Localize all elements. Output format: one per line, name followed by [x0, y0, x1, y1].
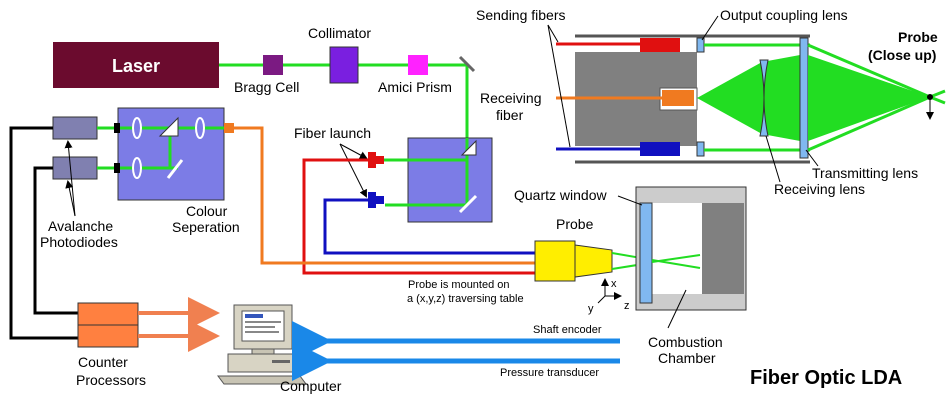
probe-closeup: [556, 34, 946, 164]
fiber-launch-beams: [378, 138, 469, 207]
orange-receiving-fiber: [232, 126, 535, 265]
quartz-window: [639, 202, 653, 304]
combustion-pointer: [667, 289, 687, 329]
blue-fiber-to-probe: [323, 198, 535, 255]
red-fiber-launch-connector: [368, 152, 376, 168]
transmitting-lens-pointer: [805, 149, 819, 167]
receiving-fiber-label-line2: fiber: [496, 107, 524, 123]
red-fiber-to-probe: [302, 158, 535, 275]
photodiode-2-signal-wire: [33, 166, 78, 315]
avalanche-pointer-2: [65, 180, 76, 217]
combustion-chamber-interior: [652, 203, 702, 294]
laser-box: [53, 42, 219, 88]
axis-z-label: z: [624, 300, 630, 312]
beam-splitter-prism: [460, 139, 477, 156]
counter-label-line2: Processors: [76, 372, 146, 388]
transmitting-lens-label: Transmitting lens: [812, 165, 918, 181]
probe-note-line2: a (x,y,z) traversing table: [407, 293, 524, 305]
colour-label-line2: Seperation: [172, 219, 240, 235]
probe-nose: [574, 244, 613, 278]
xyz-axes-icon: [597, 278, 622, 304]
colour-lens-1: [132, 117, 142, 139]
colour-label-line1: Colour: [186, 203, 228, 219]
sending-fibers-pointer-blue: [547, 24, 571, 148]
computer-icon: [217, 304, 307, 385]
colour-dichroic-prism: [158, 116, 179, 137]
computer-label: Computer: [280, 378, 342, 394]
combustion-label-line1: Combustion: [648, 334, 723, 350]
output-coupling-lens-label: Output coupling lens: [720, 7, 848, 23]
receiving-fiber-label-line1: Receiving: [480, 90, 541, 106]
probe-body: [534, 240, 576, 282]
photodiode-1: [52, 116, 98, 140]
laser-label: Laser: [112, 56, 160, 76]
shaft-encoder-label: Shaft encoder: [533, 324, 602, 336]
avalanche-pointer-1: [64, 140, 76, 217]
red-fiber-launch-tip: [376, 156, 384, 164]
colour-lens-2: [132, 157, 142, 179]
quartz-window-pointer: [617, 195, 643, 206]
pressure-transducer-label: Pressure transducer: [500, 367, 599, 379]
fiber-launch-pointer-red: [339, 143, 368, 159]
photodiode-2: [52, 156, 98, 180]
photodiode-1-connector: [114, 123, 120, 133]
output-coupling-lens-pointer: [701, 15, 719, 41]
colour-mirror: [166, 159, 184, 179]
diagram-title: Fiber Optic LDA: [750, 367, 902, 389]
counter-processor-2: [77, 324, 139, 348]
avalanche-label-line2: Photodiodes: [40, 234, 118, 250]
bragg-cell-label: Bragg Cell: [234, 79, 299, 95]
launch-mirror: [458, 194, 478, 214]
chamber-beams: [651, 254, 701, 269]
counter-processor-1: [77, 302, 139, 326]
sending-fibers-label: Sending fibers: [476, 7, 566, 23]
piston: [702, 203, 744, 294]
colour-lens-3: [195, 117, 205, 139]
sending-fibers-pointer-red: [547, 24, 559, 43]
collimator-label: Collimator: [308, 25, 371, 41]
fiber-launch-optics-box: [407, 137, 493, 223]
probe-label: Probe: [556, 216, 594, 232]
fiber-launch-pointer-blue: [339, 143, 367, 198]
photodiode-1-signal-wire: [9, 126, 78, 340]
axis-x-label: x: [611, 278, 617, 290]
amici-prism: [408, 55, 428, 75]
avalanche-label-line1: Avalanche: [48, 218, 113, 234]
counter-label-line1: Counter: [78, 354, 128, 370]
beam-mirror: [458, 55, 476, 73]
probe-closeup-label-line2: (Close up): [868, 47, 936, 63]
fiber-launch-label: Fiber launch: [294, 125, 371, 141]
bragg-cell: [263, 55, 283, 75]
probe-closeup-label-line1: Probe: [898, 29, 938, 45]
amici-prism-label: Amici Prism: [378, 79, 452, 95]
blue-fiber-launch-tip: [376, 196, 384, 204]
colour-input-port: [224, 123, 234, 133]
collimator: [329, 46, 359, 84]
blue-fiber-launch-connector: [368, 192, 376, 208]
quartz-window-label: Quartz window: [514, 187, 607, 203]
axis-y-label: y: [588, 303, 594, 315]
combustion-label-line2: Chamber: [658, 350, 716, 366]
receiving-lens-pointer: [765, 135, 781, 183]
receiving-lens-label: Receiving lens: [774, 181, 865, 197]
photodiode-2-connector: [114, 163, 120, 173]
probe-note-line1: Probe is mounted on: [408, 279, 510, 291]
